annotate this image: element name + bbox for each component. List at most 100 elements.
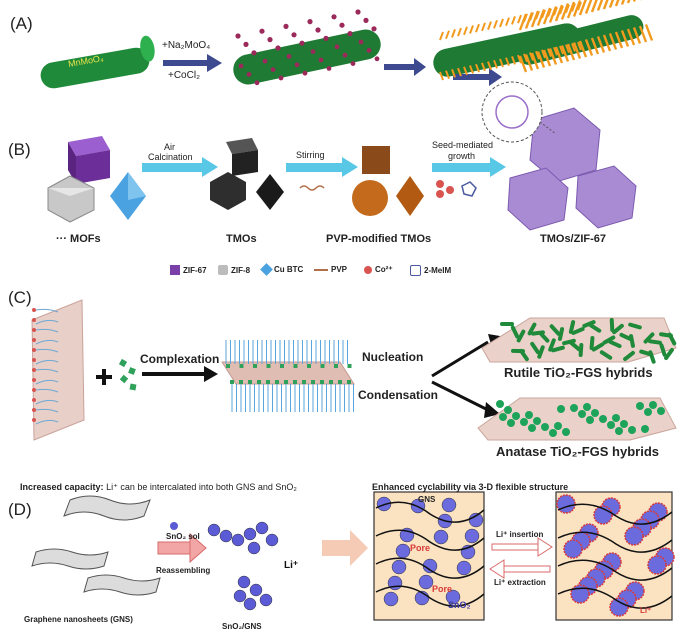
co-ion-2 bbox=[446, 186, 454, 194]
anatase-particle bbox=[636, 402, 644, 410]
caption-pvp: PVP-modified TMOs bbox=[326, 233, 432, 245]
sno2-particle bbox=[233, 589, 247, 603]
legend-co-label: Co²⁺ bbox=[375, 265, 393, 274]
lithiated-sno2-particle bbox=[563, 539, 583, 559]
nanoneedle bbox=[638, 25, 648, 43]
nanoneedle bbox=[463, 66, 468, 76]
gns-label: GNS bbox=[418, 495, 436, 504]
nanoneedle bbox=[554, 4, 564, 22]
nanoneedle bbox=[487, 61, 492, 70]
nanoneedle bbox=[475, 63, 480, 73]
caption-mofs: ··· MOFs bbox=[56, 233, 101, 245]
surfactant-chain bbox=[35, 359, 59, 365]
rutile-rod bbox=[628, 322, 642, 330]
nanoneedle bbox=[475, 23, 480, 33]
head-group bbox=[32, 358, 36, 362]
anatase-particle bbox=[549, 429, 557, 437]
seed-particle bbox=[358, 39, 364, 45]
head-group bbox=[32, 318, 36, 322]
head-group bbox=[32, 328, 36, 332]
capacity-heading: Increased capacity: bbox=[20, 482, 104, 492]
head-group bbox=[32, 398, 36, 402]
li-small-label: Li⁺ bbox=[640, 606, 652, 615]
anatase-particle bbox=[628, 426, 636, 434]
panel-a-label: (A) bbox=[10, 14, 33, 33]
nanoneedle bbox=[560, 3, 570, 20]
rutile-rod bbox=[527, 322, 537, 336]
reassembling-label: Reassembling bbox=[156, 566, 211, 575]
ti-complex bbox=[293, 380, 297, 384]
sno2-sol-label: SnO₂ sol bbox=[166, 532, 200, 541]
seed-particle bbox=[371, 26, 377, 32]
tmo-cube bbox=[226, 138, 258, 176]
cubtc-octahedron bbox=[110, 172, 146, 220]
gns-sheet bbox=[557, 587, 673, 609]
seed-particle bbox=[347, 30, 353, 37]
zif67-cube bbox=[68, 136, 110, 184]
ti-complex bbox=[302, 380, 306, 384]
nanoneedle bbox=[511, 56, 516, 65]
sno2-gns-clusters bbox=[207, 521, 279, 611]
legend-co: Co²⁺ bbox=[364, 265, 393, 274]
arrow-extraction bbox=[489, 559, 551, 579]
head-group bbox=[32, 338, 36, 342]
sno2-particle bbox=[441, 497, 457, 513]
nanoneedle bbox=[548, 48, 558, 65]
anatase-particle bbox=[657, 407, 665, 415]
seed-particle bbox=[323, 35, 329, 42]
surfactant-chain bbox=[35, 319, 59, 325]
legend-2meim: 2-MeIM bbox=[410, 265, 451, 276]
arrow-b1 bbox=[142, 157, 218, 177]
nanoneedle bbox=[493, 19, 498, 29]
seed-particle bbox=[238, 63, 244, 69]
reagent-1: +Na₂MoO₄ bbox=[162, 40, 211, 51]
rutile-rod bbox=[608, 339, 622, 349]
nanoneedle bbox=[620, 30, 630, 47]
arrow-b3 bbox=[432, 157, 506, 177]
surfactant-chain bbox=[35, 388, 59, 393]
gns-sheet bbox=[375, 557, 485, 579]
nanoneedle bbox=[590, 37, 600, 55]
nanoneedle bbox=[445, 70, 450, 80]
nanoneedle bbox=[542, 49, 552, 67]
nanoneedle bbox=[566, 1, 576, 19]
nanoneedle bbox=[584, 0, 593, 14]
graphene-sheet-3 bbox=[83, 574, 161, 596]
rutile-rod bbox=[589, 336, 595, 350]
lithiated-sno2-particle bbox=[556, 494, 576, 514]
seed-particle bbox=[243, 41, 249, 48]
product-anatase: Anatase TiO₂-FGS hybrids bbox=[496, 444, 660, 459]
nanoneedle bbox=[439, 71, 444, 81]
seed-particle bbox=[286, 54, 292, 59]
seed-particle bbox=[374, 56, 380, 62]
seed-particle bbox=[299, 40, 305, 46]
nanoneedle bbox=[548, 6, 558, 23]
surfactant-chain bbox=[35, 379, 59, 385]
ti-complex bbox=[320, 380, 324, 384]
sno2-particle bbox=[207, 523, 221, 537]
li-plus-label: Li⁺ bbox=[284, 560, 299, 571]
anatase-particle bbox=[649, 401, 657, 409]
head-group bbox=[32, 308, 36, 312]
anatase-particle bbox=[644, 408, 652, 416]
rutile-rod bbox=[591, 342, 605, 352]
legend-2meim-label: 2-MeIM bbox=[424, 266, 452, 275]
nanoneedle bbox=[590, 0, 598, 13]
nanoneedle bbox=[577, 1, 582, 11]
hierarchical-rod bbox=[516, 15, 644, 65]
rutile-rod bbox=[537, 345, 545, 359]
ti-complex bbox=[230, 380, 234, 384]
seed-particle bbox=[267, 37, 273, 43]
zif67-shell-1 bbox=[529, 107, 601, 183]
seed-particle bbox=[275, 45, 281, 51]
sno2-particle bbox=[247, 541, 261, 555]
ti-complex bbox=[266, 380, 270, 384]
nanoneedle bbox=[547, 48, 552, 57]
seed-particle bbox=[254, 80, 260, 86]
nanoneedle bbox=[596, 36, 606, 53]
nanoneedle bbox=[530, 52, 540, 70]
seed-particle bbox=[251, 50, 257, 56]
seed-particle bbox=[334, 44, 340, 50]
seed-particle bbox=[246, 72, 252, 77]
